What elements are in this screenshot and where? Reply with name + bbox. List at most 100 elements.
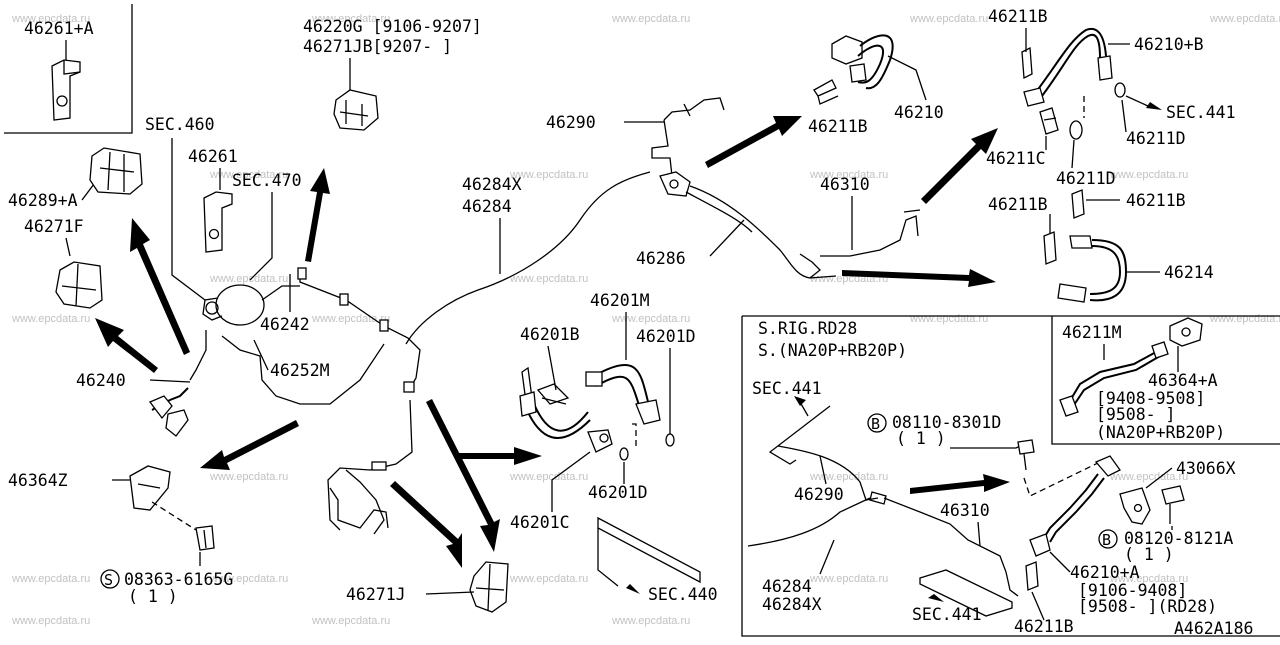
- label-46210b: 46210+B: [1134, 35, 1204, 54]
- clip-46211b-c: [1043, 189, 1085, 265]
- watermark: www.epcdata.ru: [509, 573, 588, 585]
- leader-line: [1031, 591, 1045, 621]
- hose-46210a: [1029, 455, 1121, 557]
- label-43066x: 43066X: [1176, 459, 1236, 478]
- leader-line: [977, 521, 981, 547]
- label-46284x-b: 46284X: [762, 595, 822, 614]
- arrow-sec440: [626, 584, 640, 594]
- diagram-code: A462A186: [1174, 619, 1253, 638]
- label-46211m: 46211M: [1062, 323, 1122, 342]
- watermark: www.epcdata.ru: [209, 471, 288, 483]
- watermark: www.epcdata.ru: [11, 573, 90, 585]
- connector-46289a: [89, 147, 143, 195]
- hose-46214: [1057, 235, 1128, 303]
- watermark: www.epcdata.ru: [809, 471, 888, 483]
- leader-line: [65, 237, 71, 257]
- watermark: www.epcdata.ru: [11, 13, 90, 25]
- arrow-to-46201: [458, 447, 542, 465]
- leader-line: [149, 379, 191, 383]
- label-46289a: 46289+A: [8, 191, 78, 210]
- sec441-c-marker: [919, 569, 1013, 617]
- bracket-46290: [651, 97, 725, 177]
- inset-variant: S.RIG.RD28 S.(NA20P+RB20P): [741, 315, 1280, 637]
- arrow-to-46210: [705, 116, 802, 168]
- label-46201m: 46201M: [590, 291, 650, 310]
- inset-frame: [741, 315, 1280, 637]
- label-08363: 08363-6165G: [124, 570, 233, 589]
- junction-46290: [659, 171, 691, 197]
- label-46310-b: 46310: [940, 501, 990, 520]
- sec440-marker: [597, 516, 701, 584]
- clip-46211b-b: [813, 79, 839, 105]
- leader-line: [1071, 139, 1075, 169]
- watermark: www.epcdata.ru: [509, 273, 588, 285]
- variant-line2: S.(NA20P+RB20P): [758, 341, 907, 360]
- label-qty-screw: ( 1 ): [128, 587, 178, 606]
- pipe-inset: [747, 445, 1019, 597]
- label-sec441-c: SEC.441: [912, 605, 982, 624]
- label-46271f: 46271F: [24, 217, 84, 236]
- bolt-08110: [1017, 439, 1035, 471]
- bolt-symbol-letter: B: [871, 415, 880, 433]
- connector-46271j: [469, 561, 509, 613]
- watermark: www.epcdata.ru: [1109, 471, 1188, 483]
- hose-46210b: [1023, 27, 1113, 107]
- watermark: www.epcdata.ru: [209, 169, 288, 181]
- label-sec470: SEC.470: [232, 171, 302, 190]
- watermark: www.epcdata.ru: [611, 615, 690, 627]
- watermark: www.epcdata.ru: [209, 273, 288, 285]
- label-46286: 46286: [636, 249, 686, 268]
- arrow-to-46214: [842, 269, 996, 287]
- hose-46211m: [1059, 341, 1169, 417]
- watermark: www.epcdata.ru: [809, 169, 888, 181]
- screw-08363: [195, 525, 215, 551]
- arrow-sec441-b: [794, 396, 806, 406]
- label-46210a: 46210+A: [1070, 563, 1140, 582]
- connector-46220g: [333, 89, 379, 131]
- watermark: www.epcdata.ru: [909, 313, 988, 325]
- leader-line: [597, 528, 619, 587]
- leader-line: [887, 55, 927, 101]
- label-qty-08120: ( 1 ): [1124, 545, 1174, 564]
- watermark: www.epcdata.ru: [311, 615, 390, 627]
- leader-line: [799, 401, 809, 417]
- leader-line: [819, 539, 835, 575]
- leader-line: [819, 455, 827, 485]
- label-46261a: 46261+A: [24, 19, 94, 38]
- watermark: www.epcdata.ru: [611, 313, 690, 325]
- watermark: www.epcdata.ru: [11, 615, 90, 627]
- arrow-to-sec470: [305, 168, 330, 262]
- label-46211b-d: 46211B: [1126, 191, 1186, 210]
- dashed-leader: [151, 501, 197, 531]
- bottom-date2: [9508- ](RD28): [1078, 597, 1217, 616]
- dashed-leader: [632, 423, 637, 450]
- label-46310: 46310: [820, 175, 870, 194]
- leader-line: [547, 345, 557, 391]
- watermark: www.epcdata.ru: [909, 13, 988, 25]
- arrow-to-46364z: [200, 420, 299, 470]
- watermark: www.epcdata.ru: [209, 573, 288, 585]
- leader-line: [1121, 99, 1127, 133]
- label-46364z: 46364Z: [8, 471, 68, 490]
- label-46364a: 46364+A: [1148, 371, 1218, 390]
- brake-pipe-main: [189, 171, 651, 531]
- label-46220g: 46220G [9106-9207]: [303, 17, 482, 36]
- hose-46201m: [519, 364, 661, 439]
- sec441-marker: [768, 405, 831, 465]
- bolt-08120: [1161, 485, 1185, 524]
- watermark: www.epcdata.ru: [1109, 573, 1188, 585]
- leader-line: [1049, 551, 1071, 573]
- clip-46211b-a: [1021, 46, 1033, 80]
- label-46284-b: 46284: [762, 577, 812, 596]
- sub-inset-date2: [9508- ]: [1096, 405, 1175, 424]
- leader-line: [1145, 467, 1173, 489]
- bolt-46211c: [1039, 107, 1059, 135]
- leader-line: [249, 192, 273, 281]
- label-08110: 08110-8301D: [892, 413, 1001, 432]
- washer-46211d-b: [1069, 120, 1083, 140]
- inset-46261a: 46261+A: [4, 4, 133, 134]
- label-46290: 46290: [546, 113, 596, 132]
- label-46242: 46242: [260, 315, 310, 334]
- block-46364a: [1169, 317, 1203, 347]
